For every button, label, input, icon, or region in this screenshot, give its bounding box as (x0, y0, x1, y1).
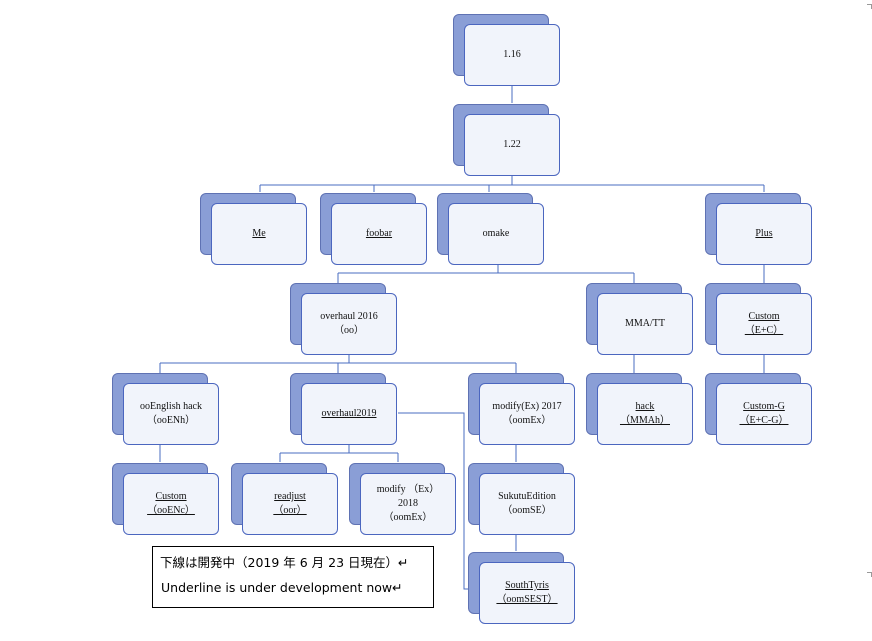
node-modify-2017-label: modify(Ex) 2017（oomEx） (479, 383, 575, 445)
node-plus-label: Plus (716, 203, 812, 265)
node-me: Me (200, 193, 307, 265)
node-custom-ooenc-label: Custom（ooENc） (123, 473, 219, 535)
node-modify-2017: modify(Ex) 2017（oomEx） (468, 373, 575, 445)
node-mma-tt: MMA/TT (586, 283, 693, 355)
page-corner-mark (867, 572, 872, 577)
node-custom-ec: Custom（E+C） (705, 283, 812, 355)
node-omake: omake (437, 193, 544, 265)
node-custom-g-label: Custom-G（E+C-G） (716, 383, 812, 445)
node-readjust-label: readjust（oor） (242, 473, 338, 535)
node-custom-g: Custom-G（E+C-G） (705, 373, 812, 445)
node-hack-mma: hack（MMAh） (586, 373, 693, 445)
node-sukutu-edition: SukutuEdition（oomSE） (468, 463, 575, 535)
legend-note-japanese: 下線は開発中（2019 年 6 月 23 日現在）↵ (160, 555, 409, 570)
page-corner-mark (867, 4, 872, 9)
node-me-label: Me (211, 203, 307, 265)
node-foobar: foobar (320, 193, 427, 265)
node-1-22: 1.22 (453, 104, 560, 176)
node-custom-ec-label: Custom（E+C） (716, 293, 812, 355)
node-south-tyris: SouthTyris（oomSEST） (468, 552, 575, 624)
legend-note: 下線は開発中（2019 年 6 月 23 日現在）↵ Underline is … (152, 546, 434, 608)
node-mma-tt-label: MMA/TT (597, 293, 693, 355)
node-overhaul-2016-label: overhaul 2016（oo） (301, 293, 397, 355)
edge-122-children (259, 172, 765, 192)
node-south-tyris-label: SouthTyris（oomSEST） (479, 562, 575, 624)
node-1-16-label: 1.16 (464, 24, 560, 86)
node-modify-2018: modify （Ex）2018（oomEx） (349, 463, 456, 535)
node-custom-ooenc: Custom（ooENc） (112, 463, 219, 535)
node-modify-2018-label: modify （Ex）2018（oomEx） (360, 473, 456, 535)
node-overhaul-2019-label: overhaul2019 (301, 383, 397, 445)
node-hack-mma-label: hack（MMAh） (597, 383, 693, 445)
legend-note-english: Underline is under development now↵ (161, 580, 403, 595)
node-ooenglish-hack-label: ooEnglish hack（ooENh） (123, 383, 219, 445)
edge-oo-children (159, 354, 517, 373)
node-plus: Plus (705, 193, 812, 265)
edge-2019-children (279, 444, 399, 462)
node-1-16: 1.16 (453, 14, 560, 86)
node-foobar-label: foobar (331, 203, 427, 265)
node-ooenglish-hack: ooEnglish hack（ooENh） (112, 373, 219, 445)
edge-2019-south (398, 412, 471, 590)
node-readjust: readjust（oor） (231, 463, 338, 535)
node-1-22-label: 1.22 (464, 114, 560, 176)
node-overhaul-2019: overhaul2019 (290, 373, 397, 445)
node-overhaul-2016: overhaul 2016（oo） (290, 283, 397, 355)
edge-omake-children (337, 264, 635, 283)
node-sukutu-edition-label: SukutuEdition（oomSE） (479, 473, 575, 535)
node-omake-label: omake (448, 203, 544, 265)
